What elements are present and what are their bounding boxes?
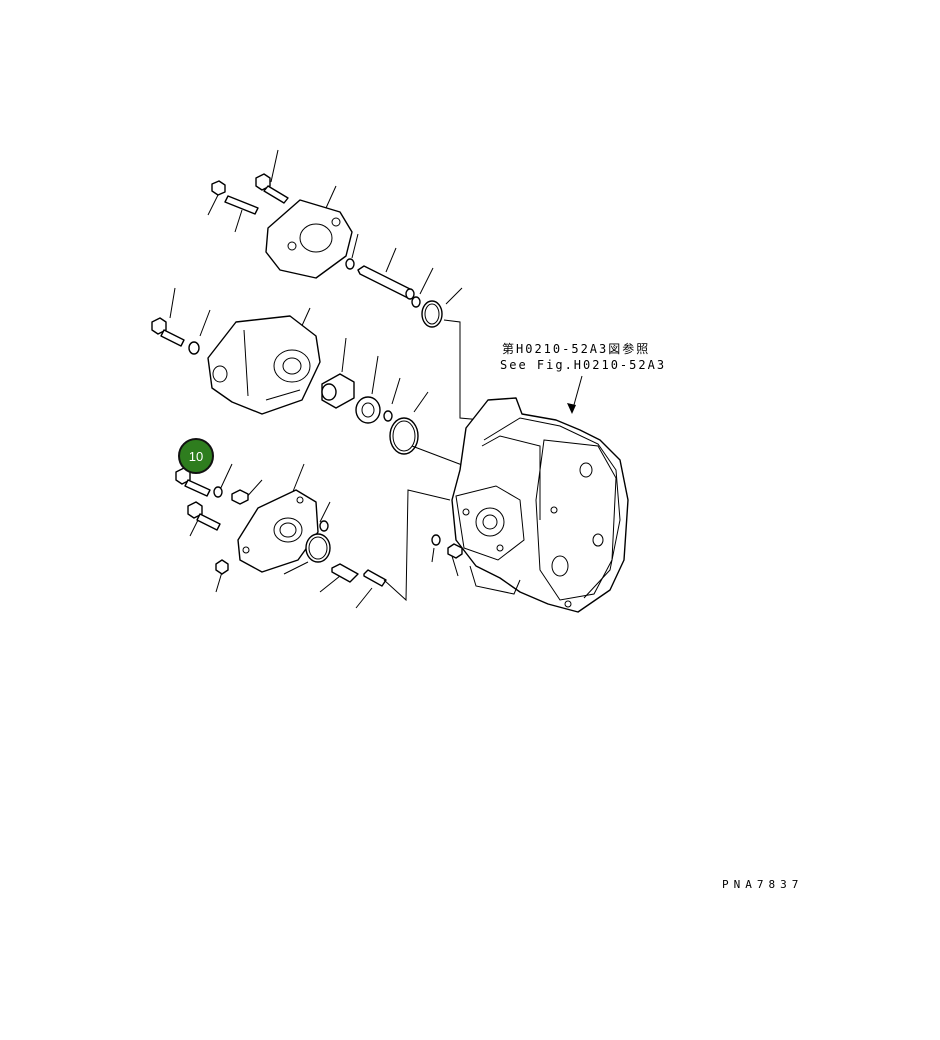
small-ring-lower <box>213 486 223 498</box>
small-o-ring-1 <box>345 258 355 270</box>
bearing <box>355 396 381 424</box>
reference-arrow <box>567 375 583 414</box>
small-o-ring-4 <box>319 520 329 532</box>
callout-marker-10[interactable]: 10 <box>178 438 214 474</box>
pump-shaft <box>357 265 413 299</box>
top-cover-group <box>207 149 463 328</box>
small-o-ring-5 <box>431 534 441 546</box>
large-o-ring-2 <box>389 417 419 455</box>
large-o-ring-3 <box>305 533 331 563</box>
part-code: PNA7837 <box>722 878 804 891</box>
small-o-ring-2 <box>411 296 421 308</box>
dowel-pin <box>363 569 387 587</box>
lower-cover-body <box>237 489 319 573</box>
pump-body-group <box>151 287 429 455</box>
pump-body <box>207 315 321 415</box>
callout-marker-label: 10 <box>188 448 204 464</box>
figure-reference-english: See Fig.H0210-52A3 <box>500 358 667 372</box>
main-housing <box>451 397 629 613</box>
top-cover-plate <box>265 199 353 279</box>
washer-middle <box>188 341 200 355</box>
lower-cover-group <box>175 463 463 609</box>
nipple <box>215 559 229 575</box>
bolt-top <box>255 173 289 204</box>
small-o-ring-3 <box>383 410 393 422</box>
spline-coupling <box>331 563 359 583</box>
stud-bolt <box>211 180 259 215</box>
bolt-lower <box>187 501 221 531</box>
bolt-middle <box>151 317 185 347</box>
plug-lower <box>231 489 249 505</box>
plug-housing <box>447 543 463 559</box>
figure-reference-japanese: 第H0210-52A3図参照 <box>502 342 651 356</box>
